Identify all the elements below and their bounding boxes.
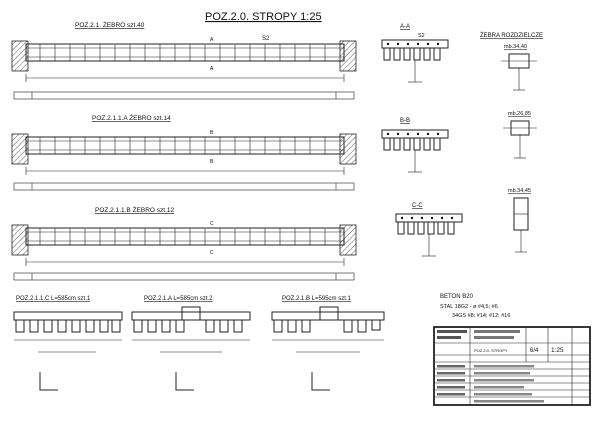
- slab-section-2: POZ.2.1.A L=585cm szt.2: [131, 296, 251, 391]
- section-label: B-B: [400, 118, 410, 124]
- spacer-item-3: mb.34,45: [508, 188, 531, 194]
- beam-elevation-1: POZ.2.1. ŻEBRO szt.40 A A S2: [11, 20, 357, 100]
- slab-label: POZ.2.1.A L=585cm szt.2: [144, 296, 213, 302]
- beam-elevation-3: POZ.2.1.1.B ŻEBRO szt.12 C C: [11, 205, 357, 281]
- beam-label: POZ.2.1.1.B ŻEBRO szt.12: [95, 205, 174, 214]
- section-bar-label: S2: [418, 33, 425, 39]
- spacer-title: ŻEBRA ROZDZIELCZE: [480, 32, 543, 39]
- steel-note-2: 34GS #8; #14; #12; #16: [452, 313, 510, 319]
- title-block-name: POZ.2.0. STROPY: [474, 348, 508, 353]
- sheet-title: POZ.2.0. STROPY 1:25: [205, 11, 322, 23]
- beam-label: POZ.2.1. ŻEBRO szt.40: [75, 20, 145, 29]
- section-mark-bottom: A: [210, 66, 214, 72]
- spacer-item-1: mb.34,40: [504, 44, 527, 50]
- section-a-a: A-A S2: [381, 24, 449, 83]
- section-mark-bottom: C: [210, 250, 214, 256]
- steel-note: STAL 18G2 - ø #4,5; #6: [440, 304, 498, 310]
- section-label: A-A: [400, 24, 410, 30]
- concrete-note: BETON B20: [440, 294, 474, 300]
- slab-section-3: POZ.2.1.B L=595cm szt.1: [271, 296, 385, 391]
- section-label: C-C: [412, 203, 423, 209]
- title-block-sheet: 6/4: [530, 348, 539, 354]
- title-block-scale: 1:25: [551, 347, 564, 354]
- spacer-ribs: ŻEBRA ROZDZIELCZE mb.34,40 mb.26,85 mb.3…: [480, 32, 543, 253]
- section-mark-top: A: [210, 37, 214, 43]
- title-block: POZ.2.0. STROPY 6/4 1:25: [433, 326, 591, 406]
- section-mark-top: B: [210, 130, 214, 136]
- slab-label: POZ.2.1.1.C L=585cm szt.1: [16, 296, 91, 302]
- beam-label: POZ.2.1.1.A ŻEBRO szt.14: [92, 113, 171, 122]
- spacer-item-2: mb.26,85: [508, 111, 531, 117]
- beam-elevation-2: POZ.2.1.1.A ŻEBRO szt.14 B B: [11, 113, 357, 191]
- slab-label: POZ.2.1.B L=595cm szt.1: [282, 296, 352, 302]
- bar-label: S2: [262, 36, 270, 42]
- material-notes: BETON B20 STAL 18G2 - ø #4,5; #6 34GS #8…: [440, 294, 510, 319]
- section-mark-bottom: B: [210, 159, 214, 165]
- section-b-b: B-B: [381, 118, 449, 173]
- stirrups: [39, 228, 326, 245]
- stirrups: [39, 44, 326, 61]
- section-mark-top: C: [210, 221, 214, 227]
- slab-section-1: POZ.2.1.1.C L=585cm szt.1: [13, 296, 123, 391]
- stirrups: [39, 137, 326, 154]
- section-c-c: C-C: [395, 203, 463, 257]
